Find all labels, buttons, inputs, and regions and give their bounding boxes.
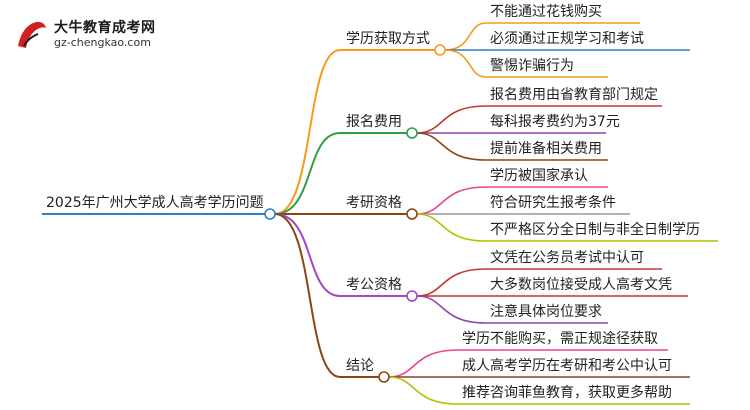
branch-label-1: 报名费用	[346, 114, 402, 130]
branch-node-3	[406, 290, 418, 302]
leaf-link-4-2	[388, 376, 459, 405]
branch-label-4: 结论	[346, 358, 374, 374]
leaf-link-3-2	[416, 295, 487, 324]
leaf-label-4-1: 成人高考学历在考研和考公中认可	[462, 358, 672, 374]
leaf-label-0-1: 必须通过正规学习和考试	[490, 31, 644, 47]
leaf-label-2-2: 不严格区分全日制与非全日制学历	[490, 222, 700, 238]
leaf-label-3-2: 注意具体岗位要求	[490, 304, 602, 320]
leaf-label-3-1: 大多数岗位接受成人高考文凭	[490, 277, 672, 293]
branch-link-4	[274, 213, 341, 378]
branch-link-0	[274, 49, 341, 215]
branch-link-3	[274, 213, 341, 297]
leaf-label-4-2: 推荐咨询菲鱼教育，获取更多帮助	[462, 385, 672, 401]
leaf-link-3-0	[416, 268, 487, 297]
leaf-label-2-1: 符合研究生报考条件	[490, 195, 616, 211]
leaf-label-4-0: 学历不能购买，需正规途径获取	[462, 331, 658, 347]
logo-url: gz-chengkao.com	[54, 36, 151, 49]
leaf-link-0-2	[444, 49, 487, 78]
leaf-label-3-0: 文凭在公务员考试中认可	[490, 250, 644, 266]
leaf-label-1-0: 报名费用由省教育部门规定	[490, 87, 658, 103]
branch-node-4	[378, 371, 390, 383]
branch-label-3: 考公资格	[346, 277, 402, 293]
root-node-label: 2025年广州大学成人高考学历问题	[46, 195, 264, 211]
leaf-label-1-1: 每科报考费约为37元	[490, 114, 620, 130]
root-node	[264, 208, 276, 220]
leaf-link-2-2	[416, 213, 487, 242]
branch-node-0	[434, 44, 446, 56]
leaf-link-2-0	[416, 186, 487, 215]
leaf-link-1-0	[416, 105, 487, 134]
leaf-label-0-0: 不能通过花钱购买	[490, 4, 602, 20]
branch-link-1	[274, 132, 341, 215]
leaf-link-0-0	[444, 22, 487, 51]
branch-node-2	[406, 208, 418, 220]
logo-mark-icon	[18, 21, 46, 48]
logo-title: 大牛教育成考网	[54, 20, 156, 36]
leaf-label-2-0: 学历被国家承认	[490, 168, 588, 184]
branch-node-1	[406, 127, 418, 139]
leaf-link-4-0	[388, 349, 459, 378]
leaf-link-1-2	[416, 132, 487, 161]
leaf-label-1-2: 提前准备相关费用	[490, 141, 602, 157]
branch-label-2: 考研资格	[346, 195, 402, 211]
site-logo: 大牛教育成考网 gz-chengkao.com	[14, 16, 214, 52]
leaf-label-0-2: 警惕诈骗行为	[490, 58, 574, 74]
branch-label-0: 学历获取方式	[346, 31, 430, 47]
